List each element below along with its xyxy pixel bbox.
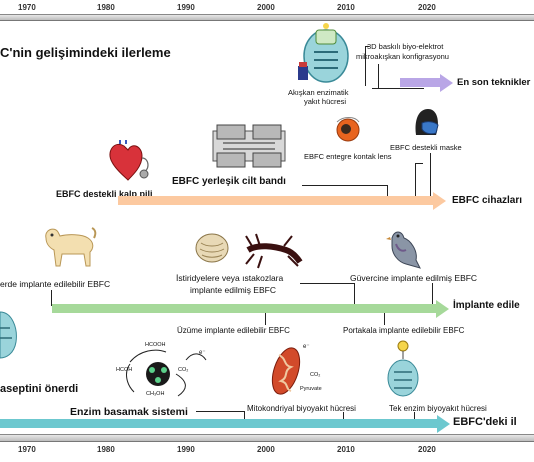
year-2010-bottom: 2010 [337,445,355,454]
year-1990-bottom: 1990 [177,445,195,454]
chem-pyruvate: Pyruvate [300,386,322,392]
single-enzyme-cell-icon [387,340,419,397]
implants-arrowhead [436,300,449,318]
oyster-label-line1: İstiridyelere veya ıstakozlara [176,273,284,283]
chem-ch3oh: CH₃OH [146,391,165,397]
3d-printed-electrode-line2: mikroakışkan konfigrasyonu [356,52,449,61]
chem-co2-mito: CO₂ [310,372,321,378]
mitochondria-icon [271,347,301,395]
latest-techniques-label: En son teknikler [457,77,531,88]
year-2000-top: 2000 [257,3,275,12]
pigeon-icon [386,231,421,269]
implants-label: İmplante edile [453,300,520,311]
chem-e-cascade: e⁻ [199,350,206,356]
chem-co2: CO₂ [178,367,189,373]
skin-patch-icon [212,124,286,168]
pacemaker-label: EBFC destekli kalp pili [56,189,153,199]
oyster-label-line2: implante edilmiş EBFC [190,285,276,295]
fluidic-fuel-cell-line1: Akışkan enzimatik [288,88,349,97]
contact-lens-eye-icon [336,117,360,142]
dog-label: erde implante edilebilir EBFC [0,279,111,289]
early-biofuel-cell-icon [0,311,17,359]
latest-techniques-bar [400,78,440,87]
year-2010-top: 2010 [337,3,355,12]
chem-e-mito: e⁻ [303,344,310,350]
heart-pacemaker-icon [109,140,149,181]
devices-bar [118,196,433,205]
cascade-label: Enzim basamak sistemi [70,406,188,418]
devices-arrowhead [433,192,446,210]
year-1970-bottom: 1970 [18,445,36,454]
bottom-axis [0,434,534,442]
top-axis [0,14,534,21]
page-title: C'nin gelişimindeki ilerleme [0,45,171,60]
dog-icon [45,227,97,267]
implants-bar [52,304,436,313]
ebfc-label: EBFC'deki il [453,416,517,428]
enzyme-cascade-icon [126,349,207,397]
ebfc-arrowhead [437,415,450,433]
concept-label: aseptini önerdi [0,383,79,395]
microfluidic-device-icon [298,23,349,83]
grape-label: Üzüme implante edilebilir EBFC [177,326,290,335]
year-2020-bottom: 2020 [418,445,436,454]
devices-label: EBFC cihazları [452,195,523,206]
3d-printed-electrode-line1: 3D baskılı biyo-elektrot [367,42,444,51]
year-2000-bottom: 2000 [257,445,275,454]
year-1990-top: 1990 [177,3,195,12]
contact-lens-label: EBFC entegre kontak lens [304,152,392,161]
mito-label: Mitokondriyal biyoyakıt hücresi [247,404,356,413]
latest-techniques-arrowhead [440,74,453,92]
fluidic-fuel-cell-line2: yakıt hücresi [304,97,347,106]
year-1970-top: 1970 [18,3,36,12]
mask-person-icon [415,109,439,135]
year-1980-bottom: 1980 [97,445,115,454]
chem-hcooh: HCOOH [145,342,166,348]
lobster-icon [245,233,303,269]
single-enzyme-label: Tek enzim biyoyakıt hücresi [389,404,487,413]
mask-label: EBFC destekli maske [390,143,462,152]
year-1980-top: 1980 [97,3,115,12]
year-2020-top: 2020 [418,3,436,12]
orange-label: Portakala implante edilebilir EBFC [343,326,465,335]
oyster-icon [195,233,229,263]
chem-hcoh: HCOH [116,367,133,373]
skin-patch-label: EBFC yerleşik cilt bandı [172,176,286,187]
pigeon-label: Güvercine implante edilmiş EBFC [350,273,478,283]
ebfc-bar [0,419,437,428]
